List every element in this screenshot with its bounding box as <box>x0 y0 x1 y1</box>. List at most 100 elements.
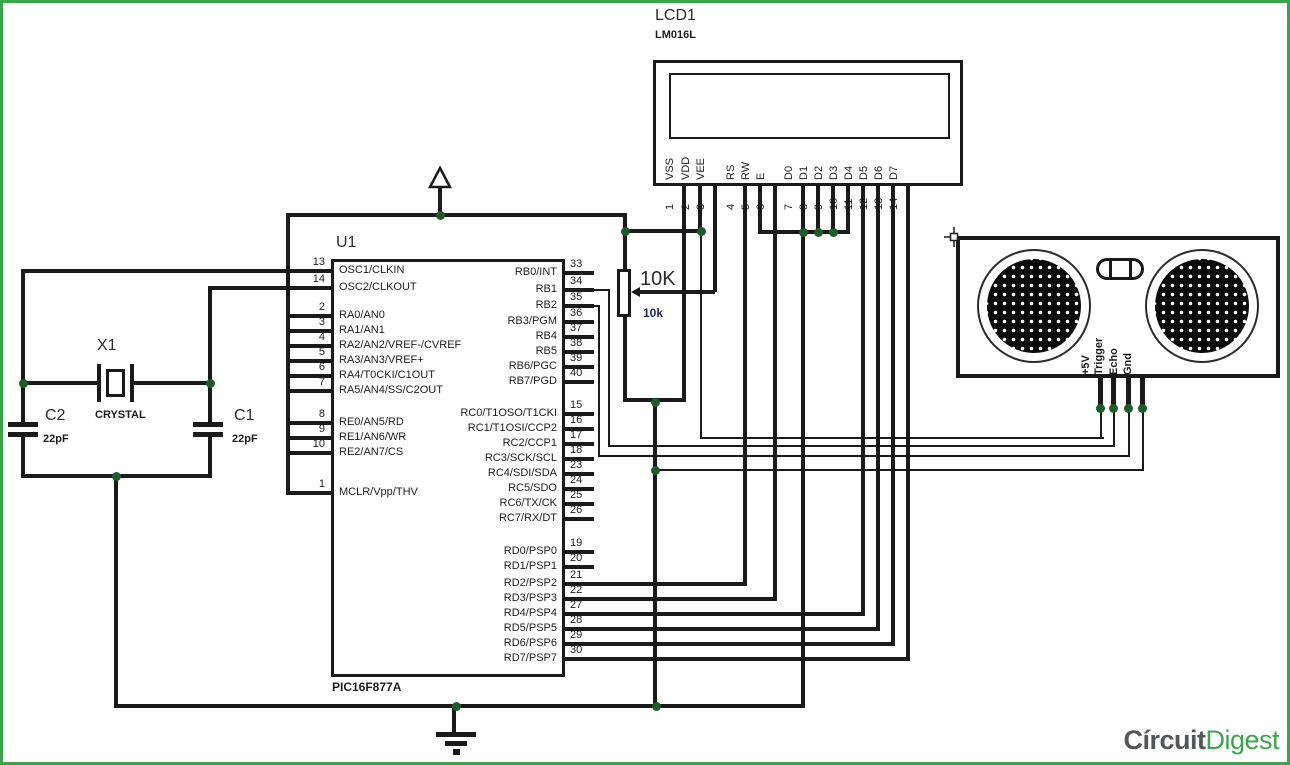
mcu-pin-label: RA5/AN4/SS/C2OUT <box>339 384 443 396</box>
lcd-ref: LCD1 <box>655 7 696 24</box>
mcu-pin-stub <box>289 344 331 348</box>
wire-segment <box>743 186 747 586</box>
mcu-pin-number: 24 <box>570 474 583 486</box>
transducer-left <box>987 259 1081 353</box>
mcu-pin-label: RD5/PSP5 <box>503 622 557 634</box>
mcu-pin-label: OSC1/CLKIN <box>339 264 405 276</box>
mcu-pin-label: RB4 <box>535 330 557 342</box>
cap-c2-ref: C2 <box>45 407 66 424</box>
lcd-pin-number: 9 <box>813 203 825 210</box>
lcd-pin-label: D6 <box>873 165 885 180</box>
wire-segment <box>114 476 118 708</box>
junction-dot <box>799 228 808 237</box>
mcu-pin-number: 33 <box>570 258 583 270</box>
pot-body[interactable] <box>617 269 631 317</box>
mcu-pin-number: 23 <box>570 459 583 471</box>
mcu-pin-number: 8 <box>318 408 325 420</box>
mcu-pin-label: RC5/SDO <box>508 482 557 494</box>
mcu-pin-number: 35 <box>570 291 583 303</box>
mcu-pin-label: RD2/PSP2 <box>503 577 557 589</box>
lcd-pin-label: D5 <box>858 165 870 180</box>
mcu-pin-number: 22 <box>570 584 583 596</box>
cap-c2-plate <box>8 422 38 427</box>
mcu-pin-label: RC4/SDI/SDA <box>487 467 557 479</box>
lcd-pin-label: VSS <box>664 157 676 180</box>
logo-green-text: Digest <box>1205 725 1279 755</box>
crosshair-cursor-icon <box>944 227 964 247</box>
mcu-pin-stub <box>289 286 331 290</box>
wire-segment <box>133 381 208 385</box>
wire-segment <box>816 186 820 232</box>
junction-dot <box>1124 404 1133 413</box>
wire-segment <box>623 314 627 402</box>
mcu-pin-label: RE1/AN6/WR <box>339 431 407 443</box>
mcu-pin-number: 25 <box>570 489 583 501</box>
mcu-pin-label: RC7/RX/DT <box>498 512 557 524</box>
mcu-pin-number: 38 <box>570 337 583 349</box>
mcu-pin-label: RB6/PGC <box>508 360 557 372</box>
junction-dot <box>621 227 630 236</box>
wire-segment <box>1111 378 1116 411</box>
cap-c1-plate <box>193 432 223 437</box>
wire-segment <box>438 188 442 215</box>
cap-c1-value: 22pF <box>232 433 258 445</box>
mcu-pin-number: 2 <box>318 301 325 313</box>
sensor-oscillator-line <box>1109 260 1112 278</box>
mcu-pin-stub <box>289 329 331 333</box>
crystal-ref: X1 <box>97 337 117 354</box>
mcu-pin-label: RB0/INT <box>514 266 557 278</box>
mcu-pin-label: RD1/PSP1 <box>503 560 557 572</box>
mcu-pin-stub <box>565 335 594 339</box>
mcu-pin-label: RA4/T0CKI/C1OUT <box>339 369 435 381</box>
wire-segment-thin <box>700 231 702 439</box>
junction-dot <box>112 472 121 481</box>
wire-segment <box>288 213 627 217</box>
ground-icon <box>445 741 467 746</box>
wire-segment <box>713 186 717 292</box>
mcu-pin-label: RB2 <box>535 299 557 311</box>
ground-icon <box>436 732 476 737</box>
mcu-pin-number: 13 <box>312 256 325 268</box>
crystal-body[interactable] <box>106 369 125 397</box>
mcu-pin-label: RB5 <box>535 345 557 357</box>
lcd-pin-number: 3 <box>695 203 707 210</box>
wire-segment <box>208 286 333 290</box>
junction-dot <box>206 379 215 388</box>
mcu-pin-number: 3 <box>318 316 325 328</box>
mcu-pin-label: RD6/PSP6 <box>503 637 557 649</box>
lcd-pin-label: VEE <box>695 157 707 180</box>
sensor-pin-label: Echo <box>1108 348 1120 375</box>
mcu-pin-number: 19 <box>570 537 583 549</box>
junction-dot <box>829 228 838 237</box>
wire-segment <box>593 597 777 601</box>
mcu-part: PIC16F877A <box>332 680 402 694</box>
wire-segment <box>623 231 627 271</box>
mcu-pin-label: RA0/AN0 <box>339 309 385 321</box>
lcd-pin-label: E <box>755 172 767 180</box>
wire-segment <box>698 186 702 231</box>
mcu-pin-number: 27 <box>570 599 583 611</box>
mcu-pin-stub <box>565 427 594 431</box>
crystal-plate-right <box>130 364 134 402</box>
mcu-body[interactable] <box>331 259 565 677</box>
wire-segment-thin <box>608 290 610 447</box>
mcu-pin-stub <box>565 304 594 308</box>
lcd-pin-number: 14 <box>888 197 900 210</box>
mcu-pin-stub <box>289 389 331 393</box>
junction-dot <box>19 379 28 388</box>
mcu-pin-number: 16 <box>570 414 583 426</box>
wire-segment <box>1126 378 1131 411</box>
mcu-pin-stub <box>289 436 331 440</box>
wire-segment <box>593 627 880 631</box>
crystal-plate-left <box>97 364 101 402</box>
mcu-pin-number: 36 <box>570 307 583 319</box>
mcu-pin-stub <box>565 271 594 275</box>
junction-dot <box>814 228 823 237</box>
mcu-pin-number: 30 <box>570 644 583 656</box>
wire-segment <box>637 290 715 294</box>
wire-segment <box>846 186 850 232</box>
wire-segment <box>831 186 835 232</box>
lcd-pin-label: VDD <box>680 156 692 180</box>
mcu-pin-label: RA2/AN2/VREF-/CVREF <box>339 339 462 351</box>
